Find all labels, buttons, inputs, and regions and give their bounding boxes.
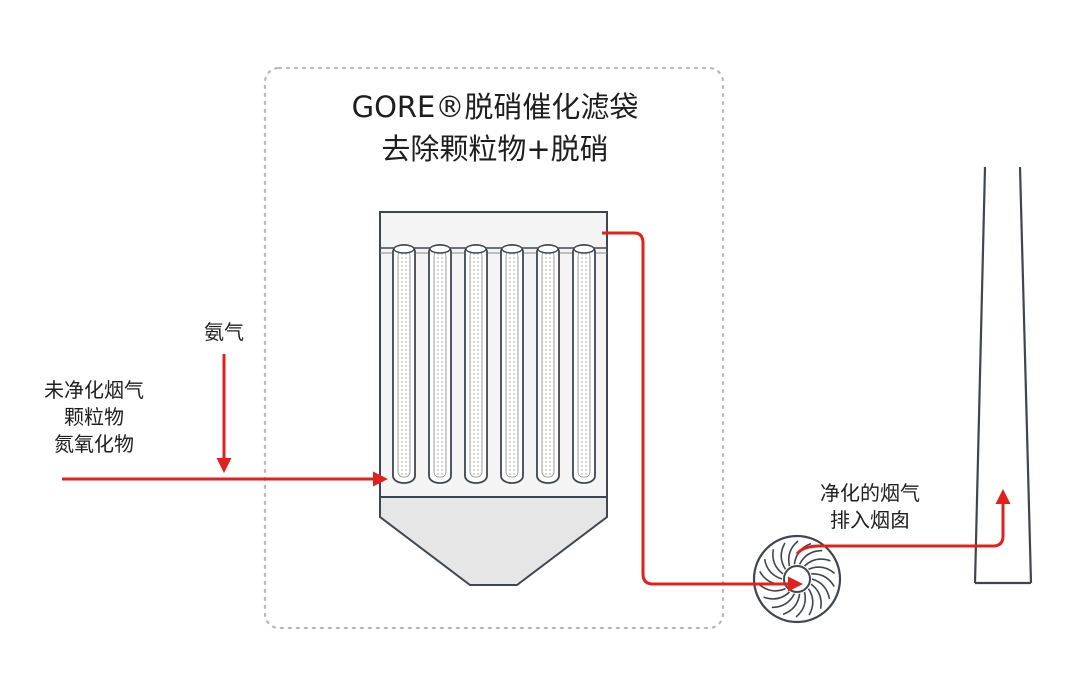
fan-blade [763, 558, 783, 580]
fan-blade [795, 591, 807, 618]
fan-blade [787, 540, 799, 567]
fan-blade [772, 549, 784, 575]
fan-blade [807, 588, 814, 616]
fan-blade [780, 542, 787, 570]
outlet-label-line-2: 排入烟囱 [830, 508, 910, 532]
filter-bag [464, 244, 488, 484]
fan-blade [758, 583, 786, 592]
fan-blade [782, 593, 801, 616]
filter-bag [572, 244, 596, 484]
fan-blade [808, 566, 836, 575]
outlet-gas-label: 净化的烟气 排入烟囱 [800, 480, 940, 534]
inlet-label-line-2: 颗粒物 [64, 405, 124, 429]
fan-blade [810, 583, 822, 609]
system-boundary [263, 66, 725, 630]
filter-bags [392, 244, 596, 484]
system-title: GORE®脱硝催化滤袋 去除颗粒物+脱硝 [305, 86, 685, 170]
fan-blade [798, 549, 823, 565]
chimney [973, 166, 1033, 585]
inlet-gas-label: 未净化烟气 颗粒物 氮氧化物 [24, 377, 164, 458]
clean-gas-duct-arrow [602, 231, 803, 592]
fan-blade [811, 573, 835, 587]
fan-icon [752, 534, 842, 624]
filter-bag [500, 244, 524, 484]
stack-flow-arrow [795, 489, 1011, 555]
fan-blade [771, 593, 796, 609]
flow-arrows [62, 231, 1011, 592]
fan-blade [803, 558, 831, 567]
filter-bag [428, 244, 452, 484]
filter-bag [392, 244, 416, 484]
inlet-label-line-3: 氮氧化物 [54, 432, 134, 456]
baghouse-housing [379, 211, 608, 498]
title-line-1: GORE®脱硝催化滤袋 [351, 90, 639, 124]
fan-blade [763, 591, 791, 600]
baghouse [379, 211, 608, 586]
hopper [379, 496, 608, 586]
filter-bag [536, 244, 560, 484]
ammonia-label: 氨气 [204, 320, 244, 344]
outlet-label-line-1: 净化的烟气 [820, 481, 920, 505]
fan-blade [811, 578, 831, 600]
title-line-2: 去除颗粒物+脱硝 [381, 132, 609, 166]
inlet-label-line-1: 未净化烟气 [44, 378, 144, 402]
